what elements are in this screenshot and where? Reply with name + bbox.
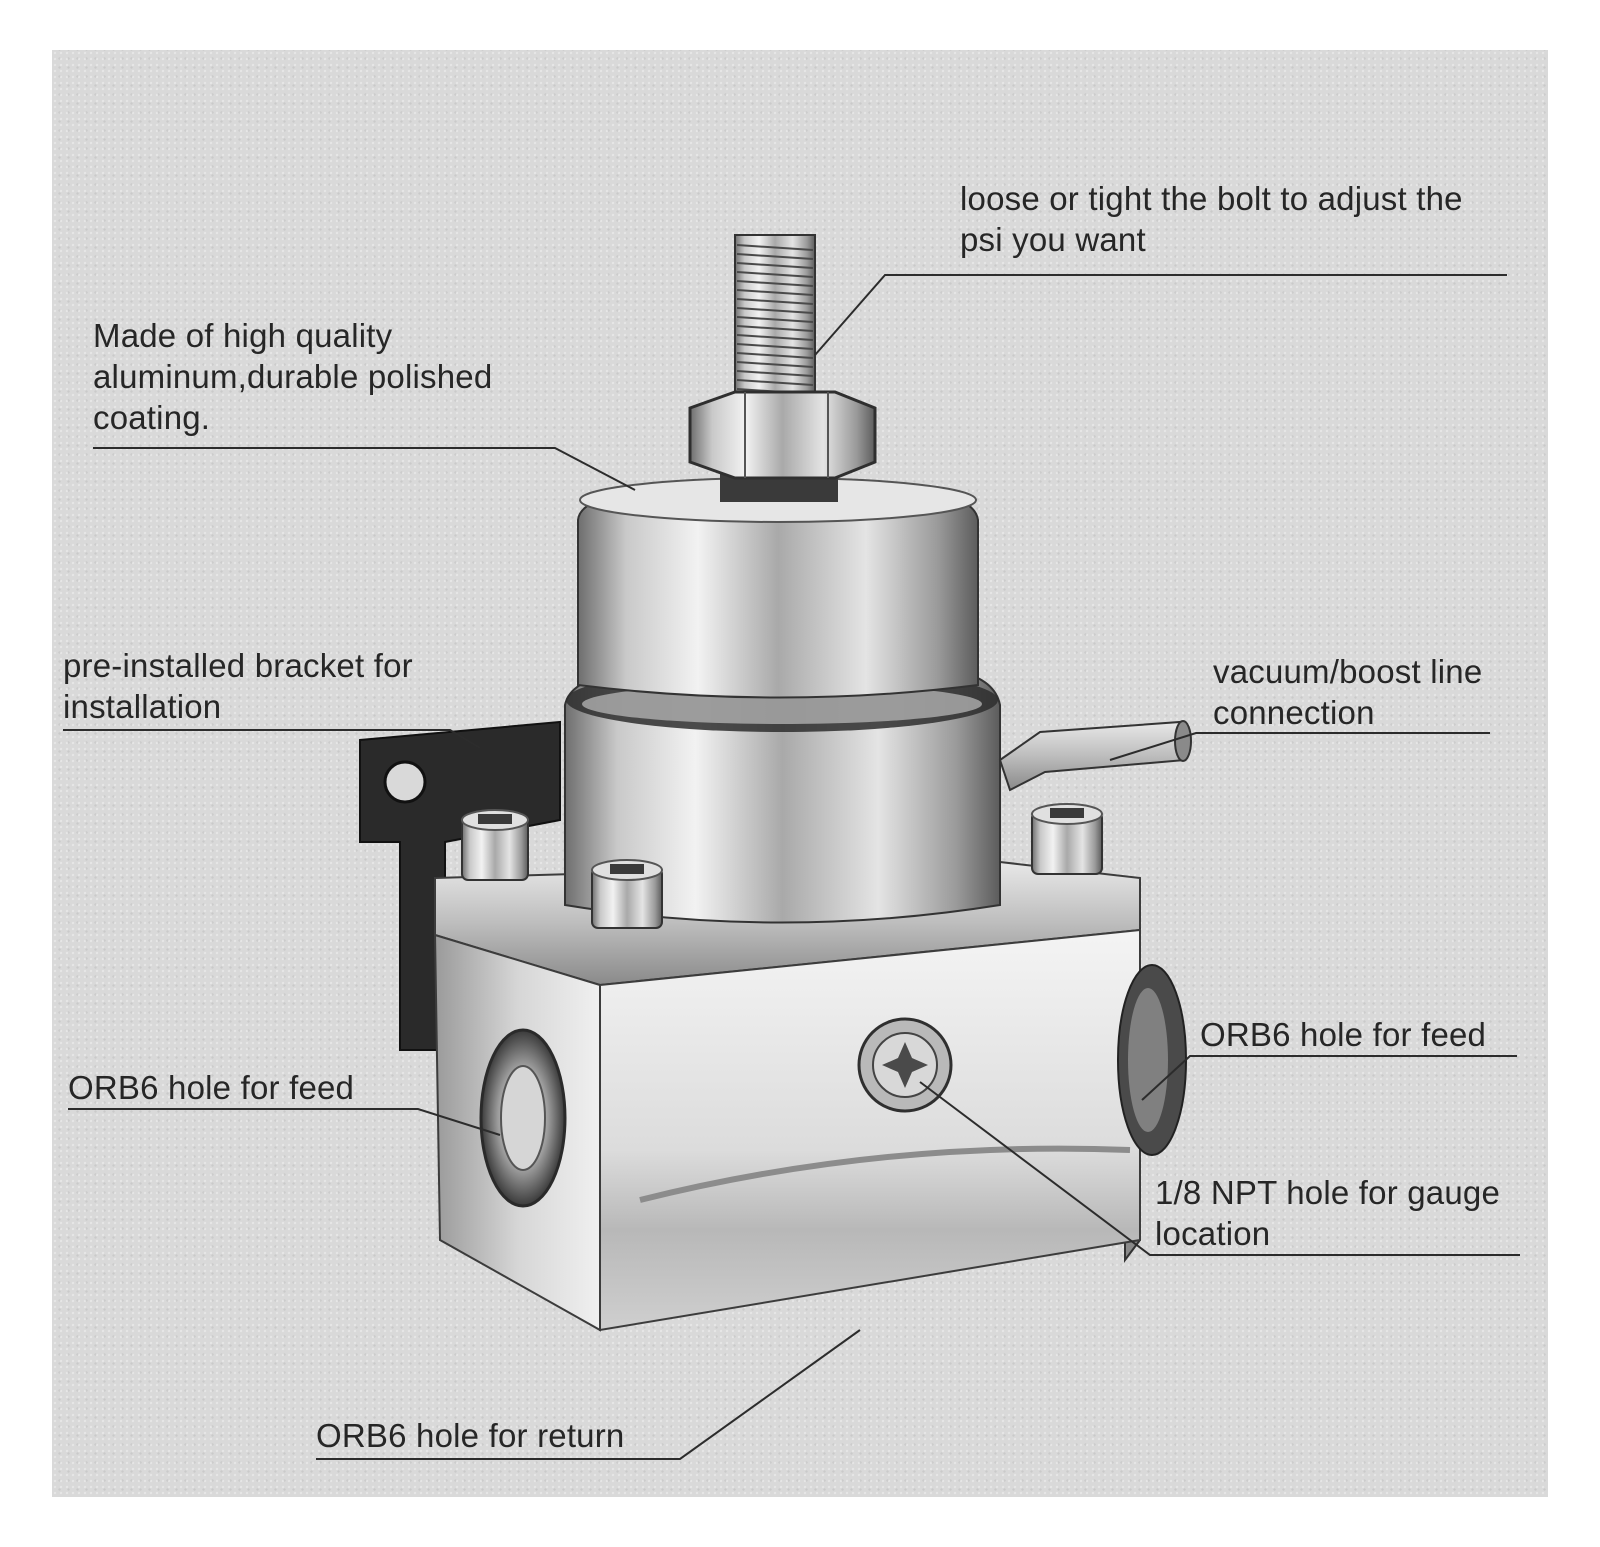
bracket-hole	[383, 760, 427, 804]
mounting-bolt	[461, 809, 529, 881]
label-vacuum: vacuum/boost line connection	[1213, 651, 1482, 733]
label-line: location	[1155, 1215, 1271, 1252]
label-line: Made of high quality	[93, 317, 393, 354]
thread-line	[736, 370, 814, 377]
leader-bracket	[63, 729, 481, 749]
thread-line	[736, 280, 814, 287]
label-line: aluminum,durable polished	[93, 358, 493, 395]
mounting-bolt	[1031, 803, 1103, 875]
thread-line	[736, 334, 814, 341]
thread-line	[736, 361, 814, 368]
regulator-cap	[577, 477, 979, 699]
mounting-bolt	[591, 859, 663, 929]
thread-line	[736, 379, 814, 386]
leader-gauge	[919, 1081, 1520, 1256]
adjustment-bolt	[688, 234, 877, 502]
thread-line	[736, 253, 814, 260]
thread-line	[736, 271, 814, 278]
thread-line	[736, 307, 814, 314]
leader-return	[316, 1329, 861, 1460]
label-line: coating.	[93, 399, 211, 436]
label-gauge: 1/8 NPT hole for gauge location	[1155, 1172, 1500, 1254]
leader-bolt	[814, 274, 1507, 356]
label-line: ORB6 hole for feed	[68, 1069, 355, 1106]
thread-line	[736, 352, 814, 359]
label-line: ORB6 hole for return	[316, 1417, 625, 1454]
label-feed-left: ORB6 hole for feed	[68, 1067, 354, 1108]
gauge-port-plug	[857, 1017, 953, 1113]
mounting-bracket	[359, 720, 561, 1051]
label-return: ORB6 hole for return	[316, 1415, 624, 1456]
thread-line	[736, 343, 814, 350]
label-line: vacuum/boost line	[1213, 653, 1483, 690]
label-bracket: pre-installed bracket for installation	[63, 645, 413, 727]
thread-line	[736, 289, 814, 296]
leader-material	[93, 447, 636, 491]
label-line: loose or tight the bolt to adjust the	[960, 180, 1463, 217]
leader-feed-right	[1141, 1055, 1517, 1101]
thread-line	[736, 316, 814, 323]
label-bolt-adjust: loose or tight the bolt to adjust the ps…	[960, 178, 1463, 260]
leader-feed-left	[68, 1108, 501, 1136]
label-line: 1/8 NPT hole for gauge	[1155, 1174, 1501, 1211]
label-line: pre-installed bracket for	[63, 647, 413, 684]
label-line: ORB6 hole for feed	[1200, 1016, 1487, 1053]
leader-lines	[63, 274, 1520, 1460]
label-material: Made of high quality aluminum,durable po…	[93, 315, 492, 438]
thread-line	[736, 325, 814, 332]
leader-vacuum	[1109, 732, 1490, 761]
thread-line	[736, 262, 814, 269]
label-line: psi you want	[960, 221, 1146, 258]
thread-line	[736, 244, 814, 251]
label-feed-right: ORB6 hole for feed	[1200, 1014, 1486, 1055]
left-feed-port	[479, 1028, 567, 1208]
vacuum-nipple	[998, 720, 1192, 792]
label-line: connection	[1213, 694, 1375, 731]
label-line: installation	[63, 688, 222, 725]
thread-line	[736, 298, 814, 305]
